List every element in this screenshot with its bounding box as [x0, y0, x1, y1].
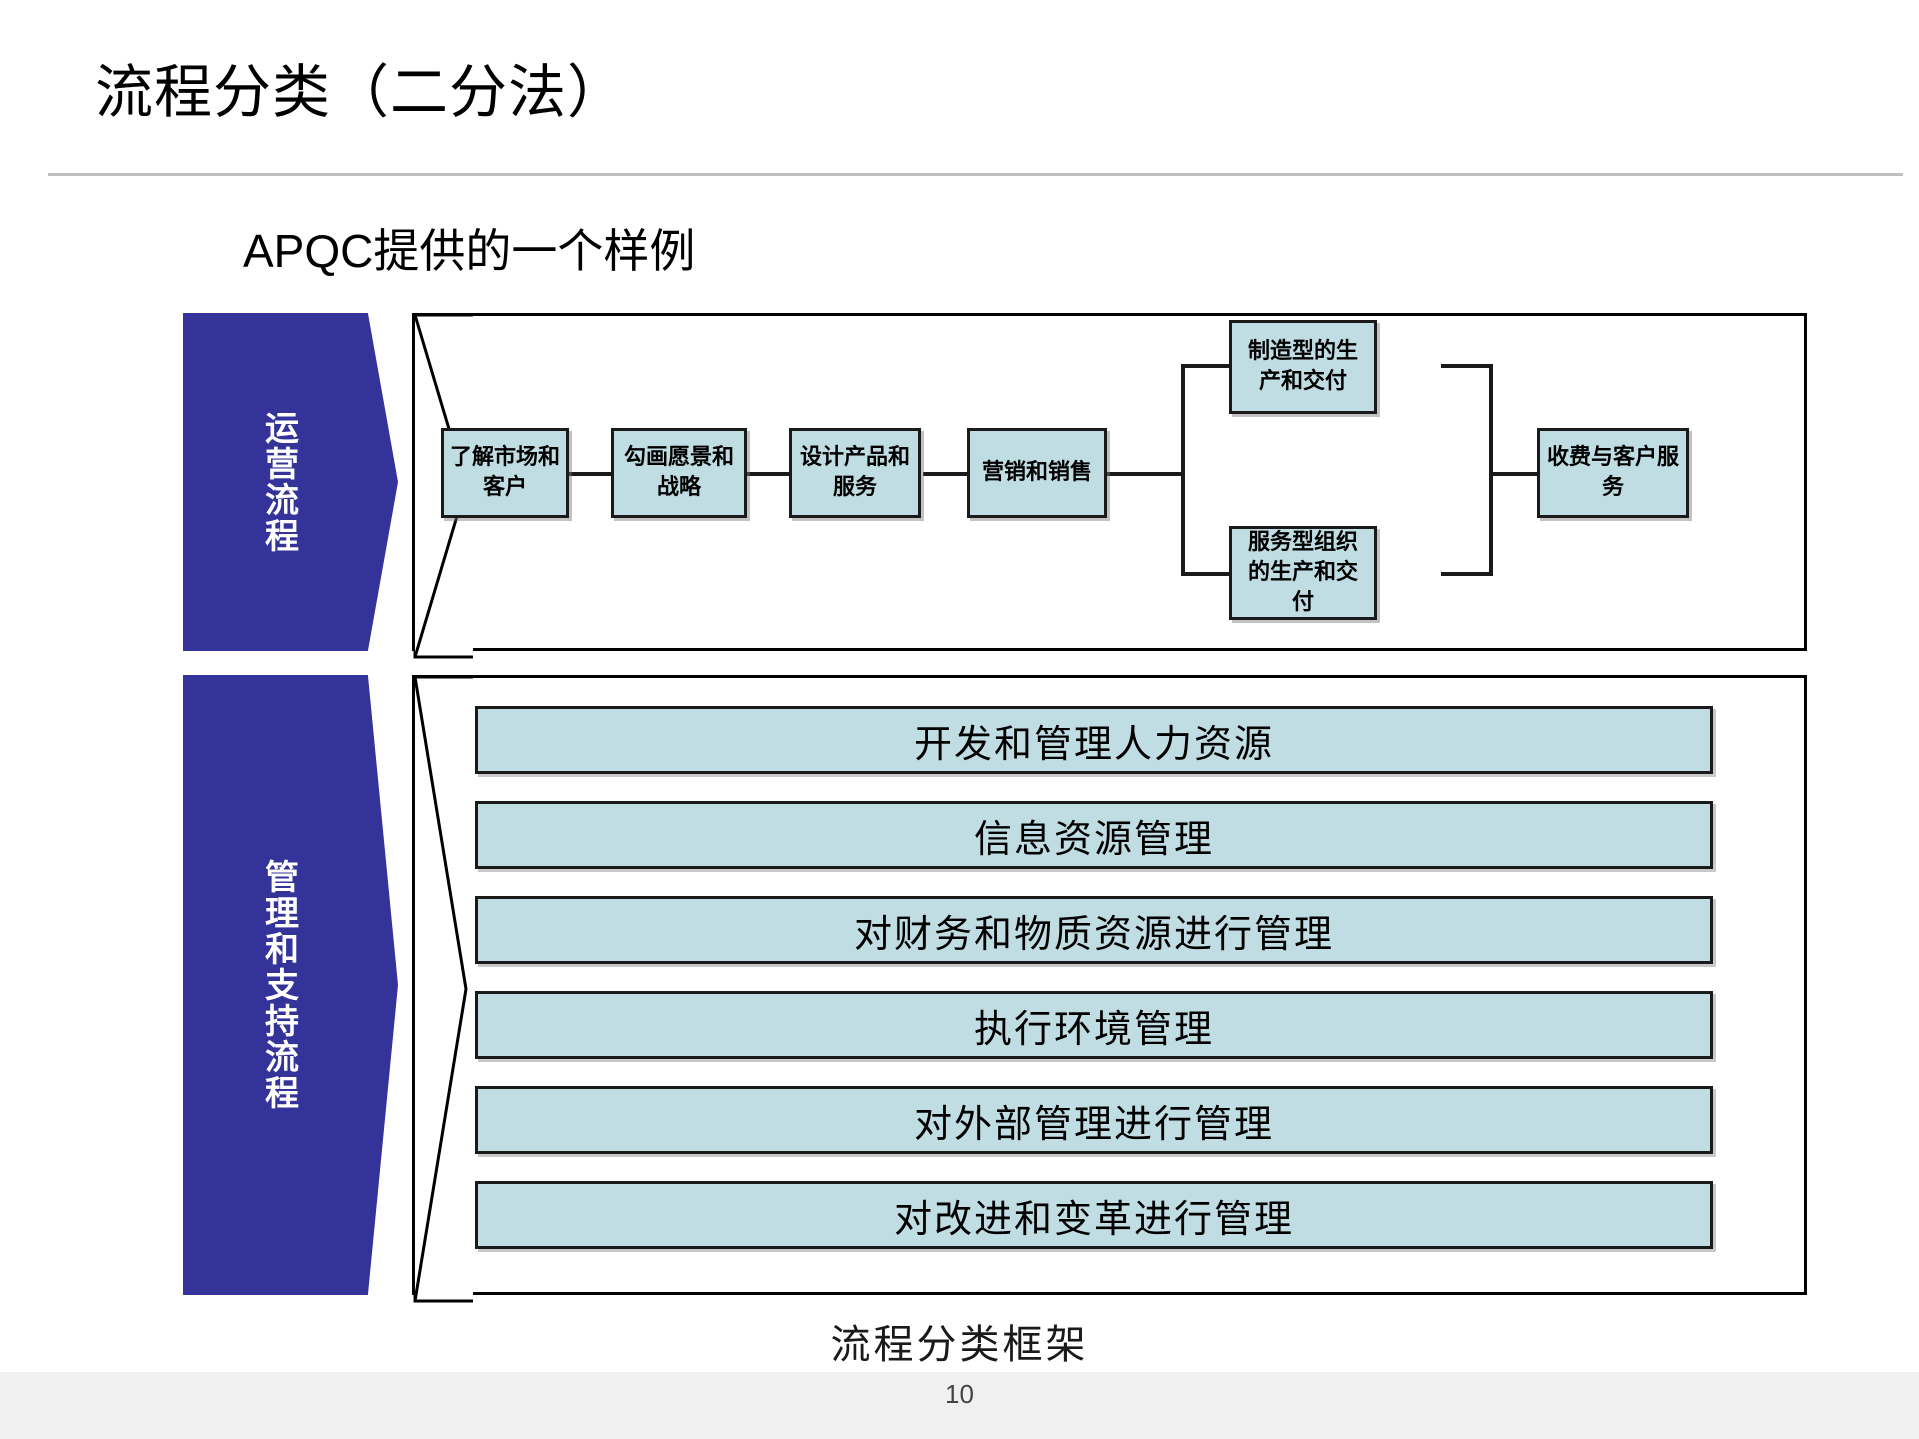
connector-merge-lower	[1441, 572, 1493, 576]
connector-2	[745, 472, 789, 476]
operating-final-box[interactable]: 收费与客户服务	[1537, 428, 1689, 518]
connector-1	[568, 472, 612, 476]
support-bar[interactable]: 开发和管理人力资源	[475, 706, 1713, 774]
connector-5	[1489, 472, 1539, 476]
support-bar[interactable]: 对改进和变革进行管理	[475, 1181, 1713, 1249]
operating-branch-box[interactable]: 服务型组织的生产和交付	[1229, 526, 1377, 620]
page-number: 10	[945, 1379, 974, 1409]
support-bar[interactable]: 对财务和物质资源进行管理	[475, 896, 1713, 964]
support-bar[interactable]: 对外部管理进行管理	[475, 1086, 1713, 1154]
chevron-operating-processes: 运营流程	[183, 313, 398, 651]
connector-split-upper	[1181, 364, 1231, 368]
slide-subtitle: APQC提供的一个样例	[243, 225, 696, 277]
connector-split-lower	[1181, 572, 1231, 576]
operating-step-box[interactable]: 营销和销售	[967, 428, 1107, 518]
operating-step-box[interactable]: 勾画愿景和战略	[611, 428, 747, 518]
operating-step-box[interactable]: 了解市场和客户	[441, 428, 569, 518]
connector-merge-right	[1489, 364, 1493, 576]
page-title: 流程分类（二分法）	[95, 60, 627, 125]
connector-3	[923, 472, 967, 476]
connector-4	[1105, 472, 1185, 476]
operating-step-box[interactable]: 设计产品和服务	[789, 428, 921, 518]
support-panel: 开发和管理人力资源 信息资源管理 对财务和物质资源进行管理 执行环境管理 对外部…	[412, 675, 1807, 1303]
footer-band	[0, 1372, 1919, 1439]
connector-split-left	[1181, 364, 1185, 576]
chevron-support-label: 管理和支持流程	[258, 859, 299, 1111]
title-divider	[48, 173, 1903, 176]
chevron-support-processes: 管理和支持流程	[183, 675, 398, 1295]
support-bar[interactable]: 执行环境管理	[475, 991, 1713, 1059]
panel-notch-support-icon	[413, 675, 473, 1303]
diagram-caption: 流程分类框架	[830, 1322, 1089, 1368]
support-bar[interactable]: 信息资源管理	[475, 801, 1713, 869]
operating-panel: 了解市场和客户 勾画愿景和战略 设计产品和服务 营销和销售 制造型的生产和交付 …	[412, 313, 1807, 659]
chevron-operating-label: 运营流程	[258, 410, 299, 554]
connector-merge-upper	[1441, 364, 1493, 368]
operating-branch-box[interactable]: 制造型的生产和交付	[1229, 320, 1377, 414]
